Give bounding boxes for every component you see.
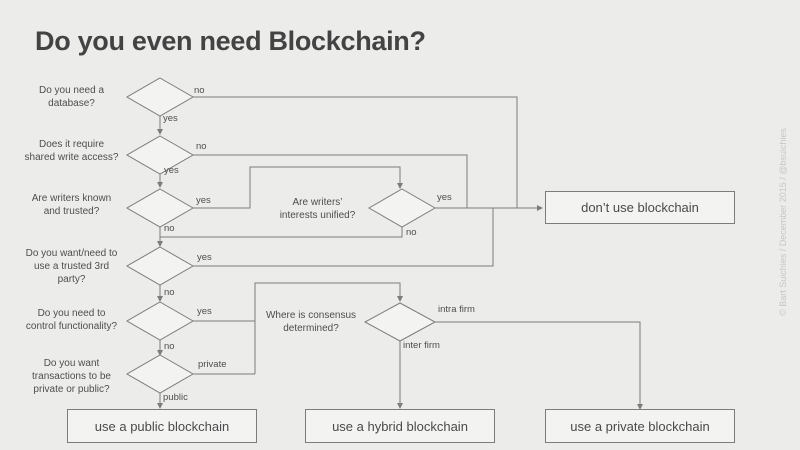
edge-label-consensus-inter: inter firm (403, 340, 440, 351)
diamond-interests-unified (367, 188, 437, 228)
edge-label-unified-no: no (406, 227, 417, 238)
outcome-box-hybrid-blockchain: use a hybrid blockchain (305, 409, 495, 443)
question-line: Do you need to (37, 308, 106, 319)
edge-database-no (193, 96, 518, 208)
question-label-shared-write-access: Does it require shared write access? (14, 138, 129, 164)
question-label-interests-unified: Are writers’ interests unified? (260, 196, 375, 222)
edge-label-control-yes: yes (197, 306, 212, 317)
diamond-private-or-public (125, 354, 195, 394)
edge-label-write-no: no (196, 141, 207, 152)
edge-to-consensus (254, 282, 403, 374)
edge-label-known-yes: yes (196, 195, 211, 206)
question-line: database? (48, 98, 95, 109)
edge-label-write-yes: yes (164, 165, 179, 176)
question-line: Where is consensus (265, 310, 357, 321)
edge-third-yes (193, 208, 494, 267)
diamond-shared-write-access (125, 135, 195, 175)
question-line: Does it require (38, 139, 105, 150)
question-line: Do you want (43, 358, 100, 369)
question-line: Are writers’ (292, 197, 343, 208)
question-line: Are writers known (31, 193, 112, 204)
question-label-consensus-determined: Where is consensus determined? (252, 309, 370, 335)
question-line: shared write access? (24, 152, 119, 163)
outcome-box-private-blockchain: use a private blockchain (545, 409, 735, 443)
diamond-control-functionality (125, 301, 195, 341)
page-title: Do you even need Blockchain? (35, 26, 426, 56)
outcome-box-dont-use-blockchain: don’t use blockchain (545, 191, 735, 224)
edge-label-tx-private: private (198, 359, 227, 370)
question-line: transactions to be (32, 371, 111, 382)
question-label-database: Do you need a database? (14, 84, 129, 110)
edge-label-control-no: no (164, 341, 175, 352)
question-line: control functionality? (25, 321, 118, 332)
question-line: party? (57, 274, 86, 285)
question-label-control-functionality: Do you need to control functionality? (14, 307, 129, 333)
diamond-consensus-determined (363, 302, 437, 342)
edge-label-tx-public: public (163, 392, 188, 403)
author-watermark: © Bart Suichies / December 2015 / @bsuic… (778, 128, 788, 316)
question-line: determined? (283, 323, 339, 334)
question-line: Do you want/need to (25, 248, 118, 259)
edge-known-yes (193, 166, 403, 209)
edge-consensus-intra (435, 321, 643, 410)
diamond-writers-known-trusted (125, 188, 195, 228)
question-label-trusted-3rd-party: Do you want/need to use a trusted 3rd pa… (14, 247, 129, 286)
edge-label-third-yes: yes (197, 252, 212, 263)
edge-label-database-yes: yes (163, 113, 178, 124)
edge-label-known-no: no (164, 223, 175, 234)
question-line: Do you need a (38, 85, 105, 96)
outcome-box-public-blockchain: use a public blockchain (67, 409, 257, 443)
edge-write-no (193, 154, 468, 208)
edge-label-third-no: no (164, 287, 175, 298)
question-label-writers-known-trusted: Are writers known and trusted? (14, 192, 129, 218)
edge-label-unified-yes: yes (437, 192, 452, 203)
diamond-database (125, 77, 195, 117)
edge-label-database-no: no (194, 85, 205, 96)
question-line: and trusted? (43, 206, 100, 217)
edge-unified-no (160, 227, 403, 238)
question-line: use a trusted 3rd (33, 261, 110, 272)
question-line: private or public? (33, 384, 110, 395)
edge-label-consensus-intra: intra firm (438, 304, 475, 315)
diamond-trusted-3rd-party (125, 246, 195, 286)
question-label-private-or-public: Do you want transactions to be private o… (14, 357, 129, 396)
question-line: interests unified? (279, 210, 356, 221)
